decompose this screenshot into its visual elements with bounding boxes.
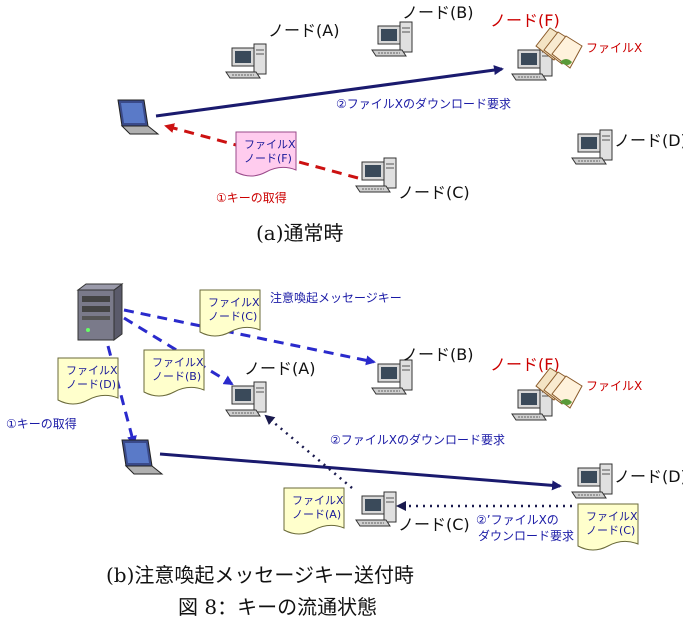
bottom-node-f-label: ノード(F) (490, 355, 560, 374)
top-download-arrow (155, 65, 504, 118)
top-node-f-label: ノード(F) (490, 11, 560, 30)
top-caption: (a)通常時 (256, 221, 344, 245)
laptop-icon (117, 99, 159, 135)
step2b-line-1: ②’ファイルXの (476, 513, 559, 527)
bottom-node-a: ノード(A) (225, 359, 315, 417)
alert-arrow-to-a (123, 316, 234, 386)
doc-d-line-2: ノード(D) (66, 378, 116, 391)
top-node-b-label: ノード(B) (402, 3, 473, 22)
top-node-d: ノード(D) (571, 129, 683, 165)
doc-c-line-1: ファイルX (208, 296, 260, 309)
doc-node-c-bottom: ファイルX ノード(C) (577, 503, 639, 551)
computer-icon (371, 359, 413, 395)
server-icon (77, 283, 123, 341)
top-node-b: ノード(B) (371, 3, 473, 57)
doc-c2-line-1: ファイルX (586, 510, 638, 523)
bottom-file-x-label: ファイルX (586, 379, 642, 393)
bottom-step2-label: ②ファイルXのダウンロード要求 (330, 432, 505, 447)
top-node-d-label: ノード(D) (614, 131, 683, 150)
bottom-download-arrow (159, 452, 562, 491)
doc-b-line-1: ファイルX (152, 356, 204, 369)
doc-c2-line-2: ノード(C) (586, 524, 635, 537)
top-file-x-label: ファイルX (586, 41, 642, 55)
computer-icon (355, 157, 397, 193)
top-step1-label: ①キーの取得 (216, 190, 287, 205)
bottom-node-d: ノード(D) (571, 463, 683, 499)
top-node-c-label: ノード(C) (398, 183, 470, 202)
step2b-line-2: ダウンロード要求 (478, 528, 574, 543)
computer-icon (571, 129, 613, 165)
laptop-icon (121, 439, 163, 475)
computer-icon (371, 21, 413, 57)
doc-c-line-2: ノード(C) (208, 310, 257, 323)
bottom-node-c-label: ノード(C) (398, 515, 470, 534)
computer-icon (225, 381, 267, 417)
top-key-document: ファイルX ノード(F) (235, 131, 297, 177)
doc-node-c-top: ファイルX ノード(C) (199, 289, 261, 337)
top-node-f: ノード(F) ファイルX (490, 11, 642, 81)
doc-node-d: ファイルX ノード(D) (57, 357, 119, 405)
computer-icon (225, 43, 267, 79)
doc-a-line-1: ファイルX (292, 494, 344, 507)
alert-arrow-to-b (123, 308, 376, 366)
top-doc-line-1: ファイルX (244, 138, 296, 151)
bottom-caption: (b)注意喚起メッセージキー送付時 (106, 563, 414, 587)
top-node-a-label: ノード(A) (268, 21, 339, 40)
bottom-node-b: ノード(B) (371, 345, 473, 395)
doc-d-line-1: ファイルX (66, 364, 118, 377)
top-step2-label: ②ファイルXのダウンロード要求 (336, 96, 511, 111)
doc-node-a: ファイルX ノード(A) (283, 487, 345, 535)
alert-key-label: 注意喚起メッセージキー (270, 290, 402, 305)
top-doc-line-2: ノード(F) (244, 152, 292, 165)
bottom-node-c: ノード(C) (355, 491, 470, 534)
figure-caption: 図 8：キーの流通状態 (178, 595, 377, 619)
top-node-c: ノード(C) (355, 157, 470, 202)
bottom-step1-label: ①キーの取得 (6, 416, 77, 431)
top-node-a: ノード(A) (225, 21, 339, 79)
doc-node-b: ファイルX ノード(B) (143, 349, 205, 397)
bottom-node-d-label: ノード(D) (614, 467, 683, 486)
computer-icon (571, 463, 613, 499)
dotted-arrow-c-to-a (264, 414, 353, 489)
computer-icon (355, 491, 397, 527)
bottom-node-b-label: ノード(B) (402, 345, 473, 364)
doc-b-line-2: ノード(B) (152, 370, 201, 383)
doc-a-line-2: ノード(A) (292, 508, 341, 521)
bottom-node-f: ノード(F) ファイルX (490, 355, 642, 421)
bottom-node-a-label: ノード(A) (244, 359, 315, 378)
